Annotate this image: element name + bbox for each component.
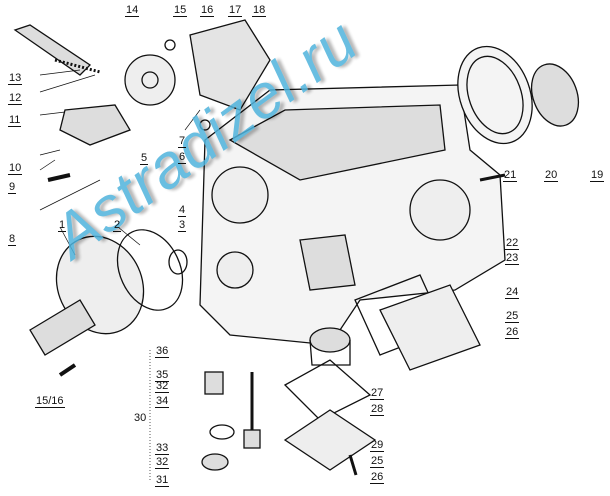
part-label: 25 [505,310,520,323]
part-label: 32 [155,380,170,393]
part-label: 13 [8,72,23,85]
part-label: 5 [140,152,149,165]
pump-body [59,104,131,146]
part-label: 26 [505,326,520,339]
part-label: 20 [544,169,559,182]
part-label: 15 [173,4,188,17]
plug [201,453,229,471]
part-label: 34 [155,395,170,408]
flange-ring [457,45,533,145]
pump-cover [189,19,271,111]
seal [530,63,580,127]
part-label: 18 [252,4,267,17]
part-label: 2 [113,219,122,232]
part-label: 32 [155,456,170,469]
part-label: 6 [178,151,187,164]
part-label: 7 [178,135,187,148]
bushing [204,371,224,395]
part-label: 9 [8,181,17,194]
part-label: 28 [370,403,385,416]
part-label: 14 [125,4,140,17]
part-label: 26 [370,471,385,484]
bottom-gasket [283,359,372,421]
part-label: 27 [370,387,385,400]
side-cover [379,284,481,371]
part-label: 11 [8,114,22,127]
part-label: 17 [228,4,243,17]
shaft-part [13,24,92,76]
part-label: 16 [200,4,215,17]
part-label: 10 [8,162,23,175]
filter [309,327,351,353]
gasket [116,229,184,311]
part-label: 30 [134,412,147,424]
part-label: 19 [590,169,605,182]
part-label: 33 [155,442,170,455]
part-label: 31 [155,474,170,487]
part-label: 21 [503,169,518,182]
part-label: 36 [155,345,170,358]
part-label: 23 [505,252,520,265]
gear [124,54,176,106]
part-label: 24 [505,286,520,299]
part-label: 3 [178,219,187,232]
part-label: 12 [8,92,23,105]
part-label: 1 [58,219,67,232]
part-label: 29 [370,439,385,452]
part-label: 22 [505,237,520,250]
bottom-cover [283,409,377,471]
part-label: 25 [370,455,385,468]
part-label: 8 [8,233,17,246]
part-label: 4 [178,204,187,217]
part-label: 35 [155,369,170,382]
part-label: 15/16 [35,395,65,408]
